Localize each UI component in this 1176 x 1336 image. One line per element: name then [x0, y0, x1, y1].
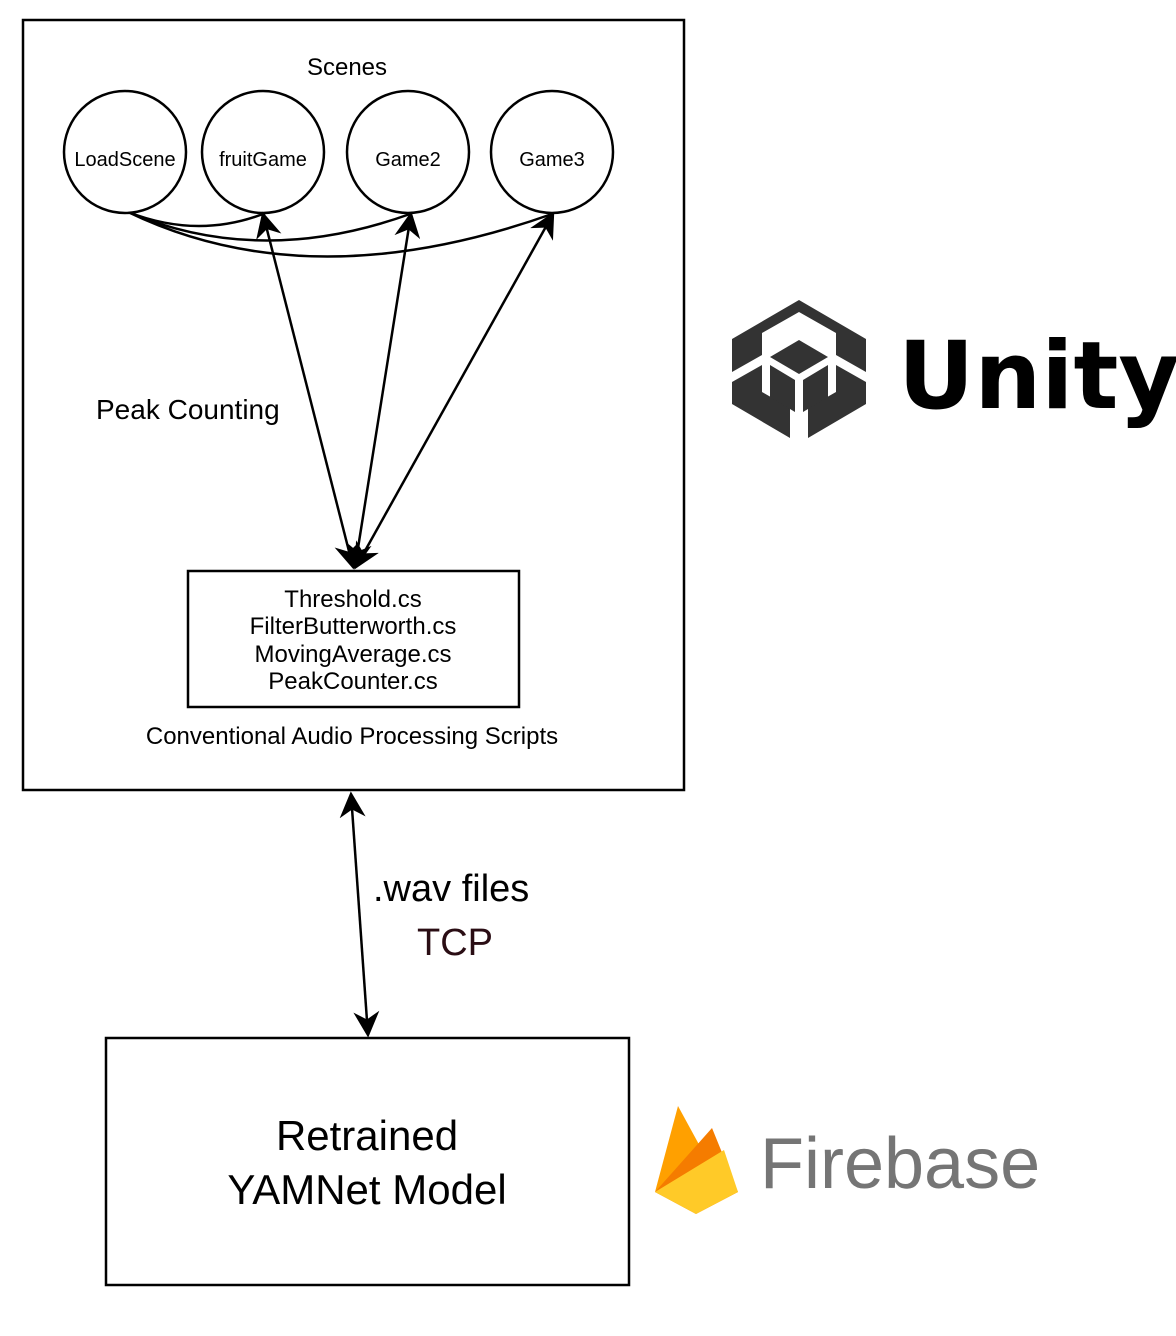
unity-logo: Unity	[732, 300, 1176, 438]
firebase-flame-icon	[655, 1106, 738, 1214]
tcp-label: TCP	[417, 922, 493, 964]
scene-label-loadscene: LoadScene	[74, 149, 175, 171]
script-movingaverage: MovingAverage.cs	[255, 641, 452, 668]
scenes-title: Scenes	[307, 54, 387, 81]
unity-container	[21, 18, 686, 792]
scene-label-fruitgame: fruitGame	[219, 149, 307, 171]
scripts-box	[186, 569, 521, 709]
script-threshold: Threshold.cs	[284, 586, 421, 613]
script-filterbutterworth: FilterButterworth.cs	[250, 613, 457, 640]
scene-label-game2: Game2	[375, 149, 441, 171]
arrow-unity-model	[339, 791, 380, 1038]
arrow-fruitgame-scripts	[256, 211, 360, 570]
arrow-game3-scripts	[354, 211, 555, 570]
scene-loadscene	[62, 89, 188, 215]
model-box	[104, 1036, 631, 1287]
model-line-2: YAMNet Model	[227, 1166, 506, 1213]
unity-cube-icon	[732, 300, 866, 438]
firebase-wordmark: Firebase	[760, 1124, 1040, 1204]
peak-counting-label: Peak Counting	[96, 394, 280, 425]
script-peakcounter: PeakCounter.cs	[268, 668, 437, 695]
unity-wordmark: Unity	[898, 322, 1176, 431]
wav-files-label: .wav files	[373, 868, 529, 910]
firebase-logo: Firebase	[655, 1106, 1040, 1214]
scripts-caption: Conventional Audio Processing Scripts	[146, 723, 558, 750]
scene-label-game3: Game3	[519, 149, 585, 171]
arrow-game2-scripts	[345, 211, 421, 570]
model-line-1: Retrained	[276, 1112, 458, 1159]
